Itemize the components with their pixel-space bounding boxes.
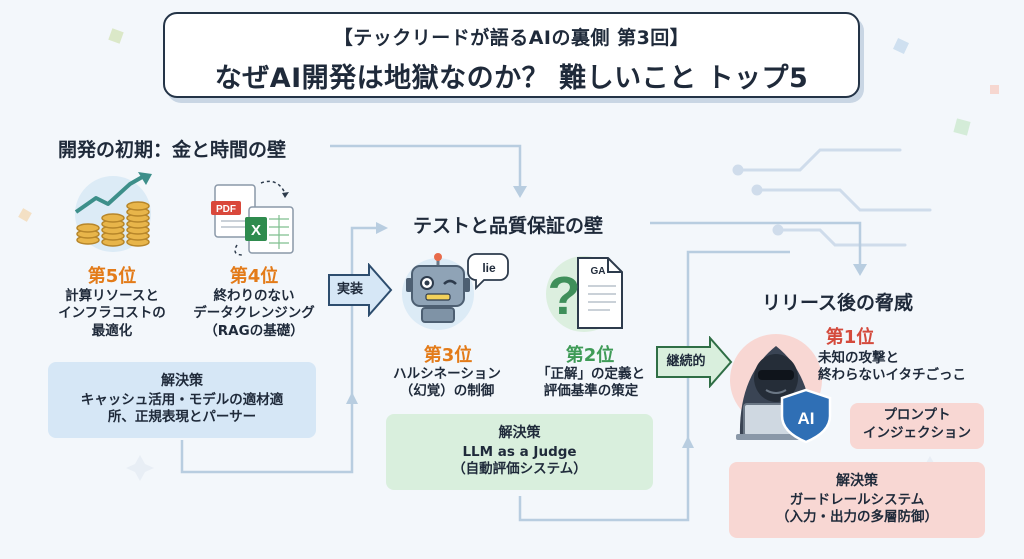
title-main: なぜAI開発は地獄なのか？ 難しいこと トップ5 (214, 63, 809, 94)
item-2-desc: 「正解」の定義と評価基準の策定 (537, 366, 645, 400)
solution-box-cost: 解決策 キャッシュ活用・モデルの適材適所、正規表現とパーサー (48, 362, 316, 438)
prompt-injection-tag: プロンプトインジェクション (850, 403, 984, 449)
coins-growth-chart-icon (74, 172, 152, 252)
item-4-desc: 終わりのないデータクレンジング（RAGの基礎） (193, 288, 315, 339)
lie-bubble-label: lie (482, 261, 496, 275)
item-3-desc: ハルシネーション（幻覚）の制御 (393, 366, 501, 400)
pdf-excel-documents-icon: PDF X (211, 180, 294, 256)
hacker-laptop-icon: AI (730, 334, 832, 444)
title-subtitle: 【テックリードが語るAIの裏側 第3回】 (333, 27, 690, 49)
section-test-heading: テストと品質保証の壁 (413, 215, 604, 237)
ai-shield-label: AI (798, 409, 815, 428)
item-5-rank: 第5位 (87, 266, 137, 287)
solution-title: 解決策 (498, 425, 541, 441)
item-5-desc: 計算リソースとインフラコストの最適化 (58, 288, 166, 339)
solution-box-quality: 解決策 LLM as a Judge（自動評価システム） (386, 414, 653, 490)
solution-box-security: 解決策 ガードレールシステム（入力・出力の多層防御） (729, 462, 985, 538)
arrow-implementation-shape (328, 263, 393, 317)
item-2-rank: 第2位 (565, 345, 615, 366)
question-document-icon: GA ? (546, 256, 623, 332)
arrow-implementation-label: 実装 (336, 282, 363, 297)
arrow-continuous-label: 継続的 (666, 354, 706, 369)
solution-body: ガードレールシステム（入力・出力の多層防御） (776, 492, 938, 526)
item-1-desc: 未知の攻撃と終わらないイタチごっこ (818, 350, 966, 384)
arrow-continuous-shape (656, 336, 733, 388)
solution-title: 解決策 (161, 373, 203, 389)
item-4-rank: 第4位 (229, 266, 279, 287)
section-release-heading: リリース後の脅威 (762, 292, 914, 314)
title-box: 【テックリードが語るAIの裏側 第3回】 なぜAI開発は地獄なのか？ 難しいこと… (163, 12, 860, 98)
section-early-heading: 開発の初期：金と時間の壁 (58, 139, 287, 161)
pdf-label: PDF (216, 204, 236, 215)
doc-label: GA (591, 266, 606, 277)
solution-body: キャッシュ活用・モデルの適材適所、正規表現とパーサー (80, 392, 284, 426)
excel-label: X (251, 222, 261, 239)
solution-body: LLM as a Judge（自動評価システム） (452, 444, 587, 478)
solution-title: 解決策 (836, 473, 878, 489)
question-mark-glyph: ? (548, 266, 581, 326)
lying-robot-icon: lie (402, 253, 509, 330)
item-1-rank: 第1位 (825, 327, 875, 348)
item-3-rank: 第3位 (423, 345, 473, 366)
